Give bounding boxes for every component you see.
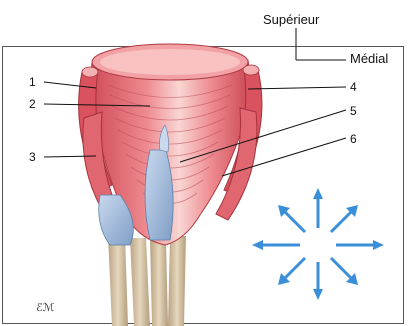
orientation-superior-label: Supérieur (263, 13, 319, 27)
orientation-medial-label: Médial (350, 52, 388, 66)
publisher-logo: ℰℳ (36, 301, 54, 315)
callout-2: 2 (29, 97, 36, 111)
bone-stems (108, 235, 186, 326)
callout-3: 3 (29, 150, 36, 164)
callout-4: 4 (350, 80, 357, 94)
radiating-arrows-icon (252, 188, 384, 300)
callout-6: 6 (350, 132, 357, 146)
orientation-indicator (296, 28, 346, 60)
callout-1: 1 (29, 75, 36, 89)
callout-5: 5 (350, 104, 357, 118)
